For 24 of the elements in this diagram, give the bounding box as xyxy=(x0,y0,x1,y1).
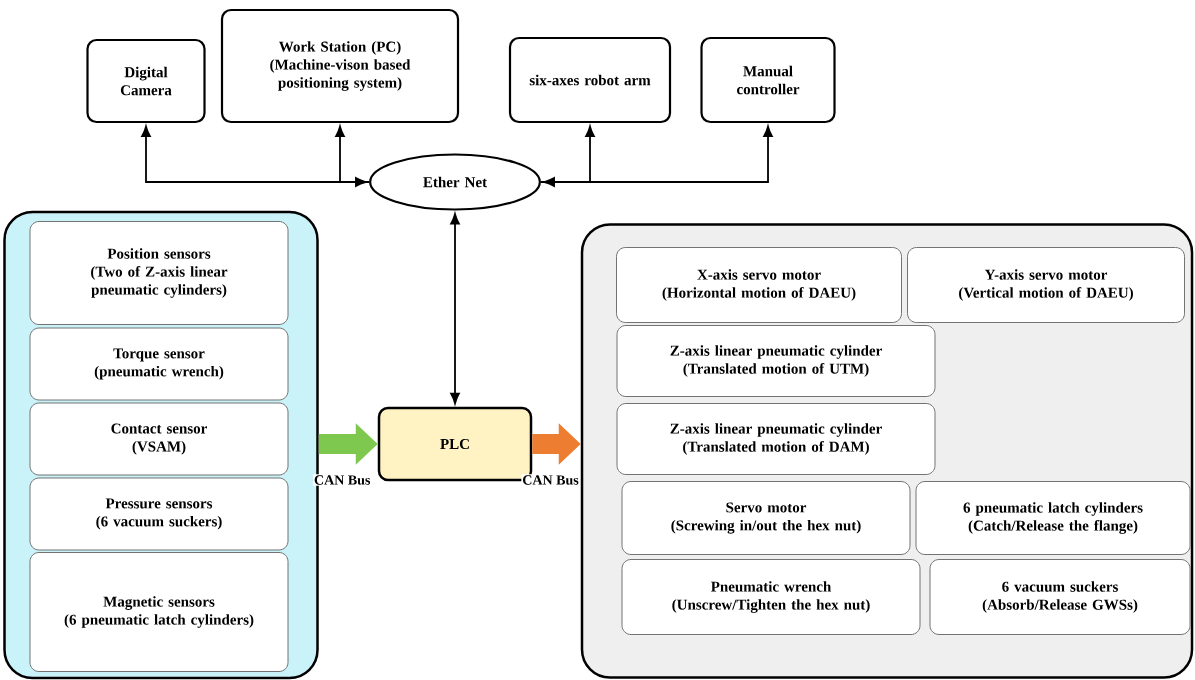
component-box: Y-axis servo motor (Vertical motion of DAEU) xyxy=(907,247,1185,323)
component-box: Z-axis linear pneumatic cylinder (Translated motion of UTM) xyxy=(616,325,936,397)
arrow xyxy=(141,125,367,187)
component-box: Servo motor (Screwing in/out the hex nut) xyxy=(621,481,911,555)
text-box: six-axes robot arm xyxy=(508,36,672,124)
arrow xyxy=(540,125,595,183)
arrow xyxy=(335,125,370,183)
component-box: Position sensors (Two of Z-axis linear pneumatic cylinders) xyxy=(29,221,289,325)
text-box: Work Station (PC) (Machine-vison based positioning system) xyxy=(220,8,460,124)
component-box: Z-axis linear pneumatic cylinder (Translated motion of DAM) xyxy=(616,403,936,475)
component-box: Pneumatic wrench (Unscrew/Tighten the hex nut) xyxy=(621,559,921,635)
arrow xyxy=(543,125,773,187)
text-box: Digital Camera xyxy=(86,38,206,124)
component-box: Torque sensor (pneumatic wrench) xyxy=(29,327,289,401)
component-box: Magnetic sensors (6 pneumatic latch cylinders) xyxy=(29,552,289,672)
edge-label: CAN Bus xyxy=(313,474,372,486)
component-box: 6 pneumatic latch cylinders (Catch/Release the flange) xyxy=(915,481,1191,555)
edge-label: CAN Bus xyxy=(521,474,580,486)
component-box: X-axis servo motor (Horizontal motion of DAEU) xyxy=(616,247,902,323)
component-box: Pressure sensors (6 vacuum suckers) xyxy=(29,477,289,551)
component-box: Contact sensor (VSAM) xyxy=(29,402,289,476)
component-box: 6 vacuum suckers (Absorb/Release GWSs) xyxy=(929,559,1191,635)
arrow xyxy=(450,213,460,405)
text-box: Manual controller xyxy=(700,36,836,124)
